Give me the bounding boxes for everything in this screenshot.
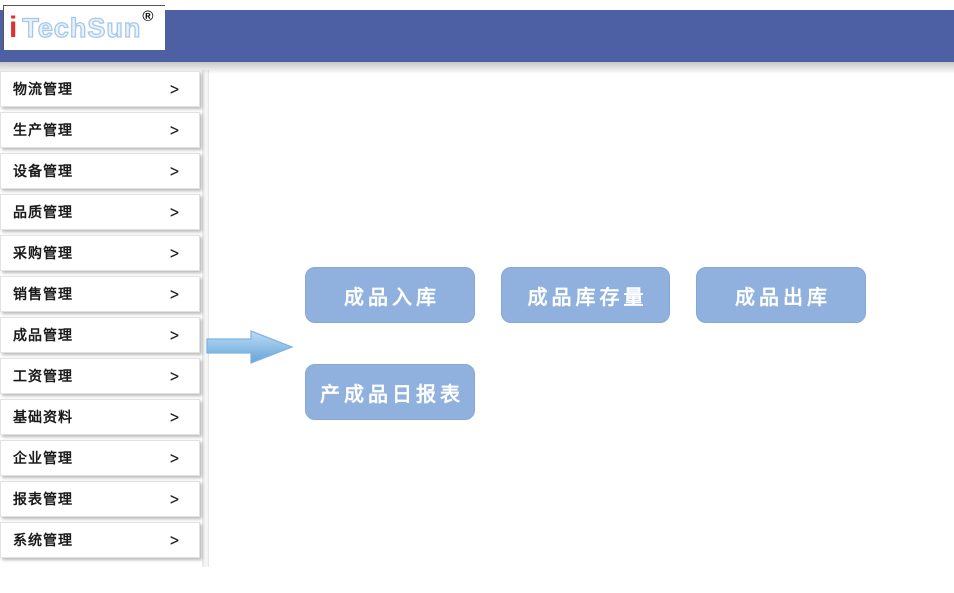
chevron-right-icon: >	[169, 283, 179, 305]
sidebar-item-label: 品质管理	[13, 204, 73, 220]
sidebar-item-enterprise[interactable]: 企业管理 >	[0, 440, 200, 476]
sidebar-item-label: 企业管理	[13, 450, 73, 466]
sidebar-item-label: 工资管理	[13, 368, 73, 384]
button-label: 成品出库	[735, 286, 831, 309]
chevron-right-icon: >	[169, 406, 179, 428]
sidebar-item-label: 成品管理	[13, 327, 73, 343]
sidebar-item-label: 生产管理	[13, 122, 73, 138]
registered-trademark-icon: ®	[142, 8, 154, 25]
sidebar-item-payroll[interactable]: 工资管理 >	[0, 358, 200, 394]
finished-goods-daily-report-button[interactable]: 产成品日报表	[305, 364, 475, 420]
chevron-right-icon: >	[169, 488, 179, 510]
finished-goods-stock-button[interactable]: 成品库存量	[501, 267, 670, 323]
button-label: 产成品日报表	[320, 383, 464, 406]
sidebar-item-label: 采购管理	[13, 245, 73, 261]
sidebar-item-basic-data[interactable]: 基础资料 >	[0, 399, 200, 435]
flow-arrow-icon	[206, 330, 294, 364]
sidebar-item-logistics[interactable]: 物流管理 >	[0, 71, 200, 107]
sidebar-item-label: 销售管理	[13, 286, 73, 302]
sidebar-item-system[interactable]: 系统管理 >	[0, 522, 200, 558]
chevron-right-icon: >	[169, 160, 179, 182]
sidebar-item-label: 系统管理	[13, 532, 73, 548]
sidebar-item-equipment[interactable]: 设备管理 >	[0, 153, 200, 189]
sidebar-item-reports[interactable]: 报表管理 >	[0, 481, 200, 517]
finished-goods-inbound-button[interactable]: 成品入库	[305, 267, 475, 323]
sidebar-item-label: 物流管理	[13, 81, 73, 97]
chevron-right-icon: >	[169, 119, 179, 141]
chevron-right-icon: >	[169, 242, 179, 264]
button-label: 成品入库	[344, 286, 440, 309]
sidebar-item-label: 报表管理	[13, 491, 73, 507]
chevron-right-icon: >	[169, 324, 179, 346]
sidebar-item-production[interactable]: 生产管理 >	[0, 112, 200, 148]
sidebar-item-quality[interactable]: 品质管理 >	[0, 194, 200, 230]
sidebar-menu: 物流管理 > 生产管理 > 设备管理 > 品质管理 > 采购管理 > 销售管理 …	[0, 71, 210, 563]
logo-name: TechSun	[22, 12, 142, 43]
sidebar-edge-shadow	[202, 70, 209, 567]
chevron-right-icon: >	[169, 447, 179, 469]
sidebar-item-finished-goods[interactable]: 成品管理 >	[0, 317, 200, 353]
chevron-right-icon: >	[169, 78, 179, 100]
logo-i-mark: i	[9, 11, 18, 44]
header-shadow	[0, 62, 954, 74]
sidebar-item-label: 基础资料	[13, 409, 73, 425]
sidebar-item-purchasing[interactable]: 采购管理 >	[0, 235, 200, 271]
logo: i TechSun ®	[3, 5, 165, 50]
finished-goods-outbound-button[interactable]: 成品出库	[696, 267, 866, 323]
chevron-right-icon: >	[169, 365, 179, 387]
chevron-right-icon: >	[169, 529, 179, 551]
button-label: 成品库存量	[527, 286, 648, 309]
sidebar-item-label: 设备管理	[13, 163, 73, 179]
chevron-right-icon: >	[169, 201, 179, 223]
sidebar-item-sales[interactable]: 销售管理 >	[0, 276, 200, 312]
